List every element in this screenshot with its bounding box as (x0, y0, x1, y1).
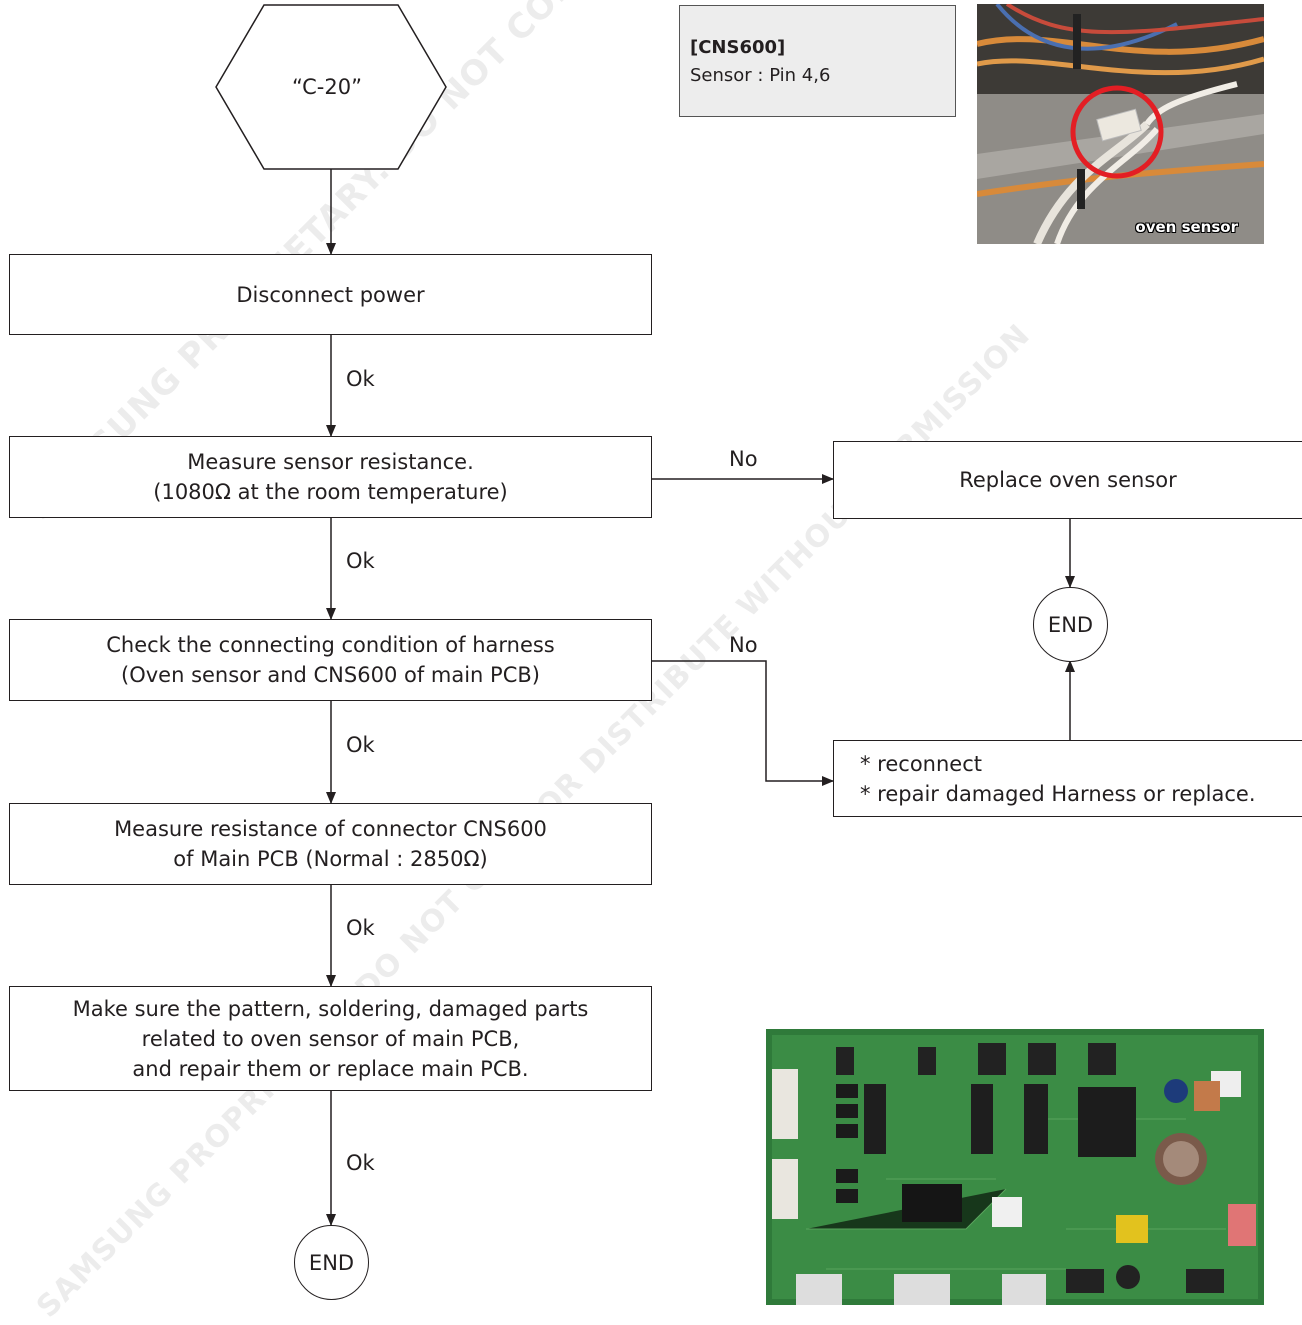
oven-sensor-photo: oven sensor (977, 4, 1264, 244)
step-text: Replace oven sensor (959, 468, 1177, 492)
step-measure-sensor-resistance: Measure sensor resistance. (1080Ω at the… (9, 436, 652, 518)
step-text: Check the connecting condition of harnes… (106, 633, 555, 657)
step-text: of Main PCB (Normal : 2850Ω) (173, 847, 488, 871)
end-terminal-right: END (1033, 587, 1108, 662)
oven-sensor-caption: oven sensor (1135, 218, 1238, 236)
edge-label-ok: Ok (346, 549, 375, 573)
step-check-harness: Check the connecting condition of harnes… (9, 619, 652, 701)
edge-label-ok: Ok (346, 1151, 375, 1175)
step-text: (1080Ω at the room temperature) (153, 480, 508, 504)
step-reconnect: * reconnect * repair damaged Harness or … (833, 740, 1302, 817)
edge-label-no: No (729, 633, 758, 657)
step-text: Measure resistance of connector CNS600 (114, 817, 547, 841)
step-disconnect-power: Disconnect power (9, 254, 652, 335)
edge-label-ok: Ok (346, 367, 375, 391)
step-text: Disconnect power (236, 282, 425, 307)
edge-label-ok: Ok (346, 733, 375, 757)
step-text: and repair them or replace main PCB. (132, 1056, 529, 1081)
step-measure-connector: Measure resistance of connector CNS600 o… (9, 803, 652, 885)
note-title: [CNS600] (690, 37, 786, 58)
arrow-check-to-reconnect (651, 660, 834, 786)
start-hexagon (215, 4, 447, 170)
end-terminal-bottom: END (294, 1225, 369, 1300)
step-text: (Oven sensor and CNS600 of main PCB) (121, 663, 540, 687)
edge-label-ok: Ok (346, 916, 375, 940)
start-label: “C-20” (292, 75, 362, 99)
note-text: Sensor : Pin 4,6 (690, 65, 831, 86)
step-text: * reconnect (860, 751, 982, 776)
edge-label-no: No (729, 447, 758, 471)
step-text: * repair damaged Harness or replace. (860, 781, 1256, 806)
step-make-sure: Make sure the pattern, soldering, damage… (9, 986, 652, 1091)
step-text: related to oven sensor of main PCB, (141, 1026, 520, 1051)
connector-note: [CNS600] Sensor : Pin 4,6 (679, 5, 956, 117)
step-text: Measure sensor resistance. (187, 450, 474, 474)
step-replace-oven-sensor: Replace oven sensor (833, 441, 1302, 519)
step-text: Make sure the pattern, soldering, damage… (72, 996, 589, 1021)
main-pcb-photo (766, 1029, 1264, 1305)
